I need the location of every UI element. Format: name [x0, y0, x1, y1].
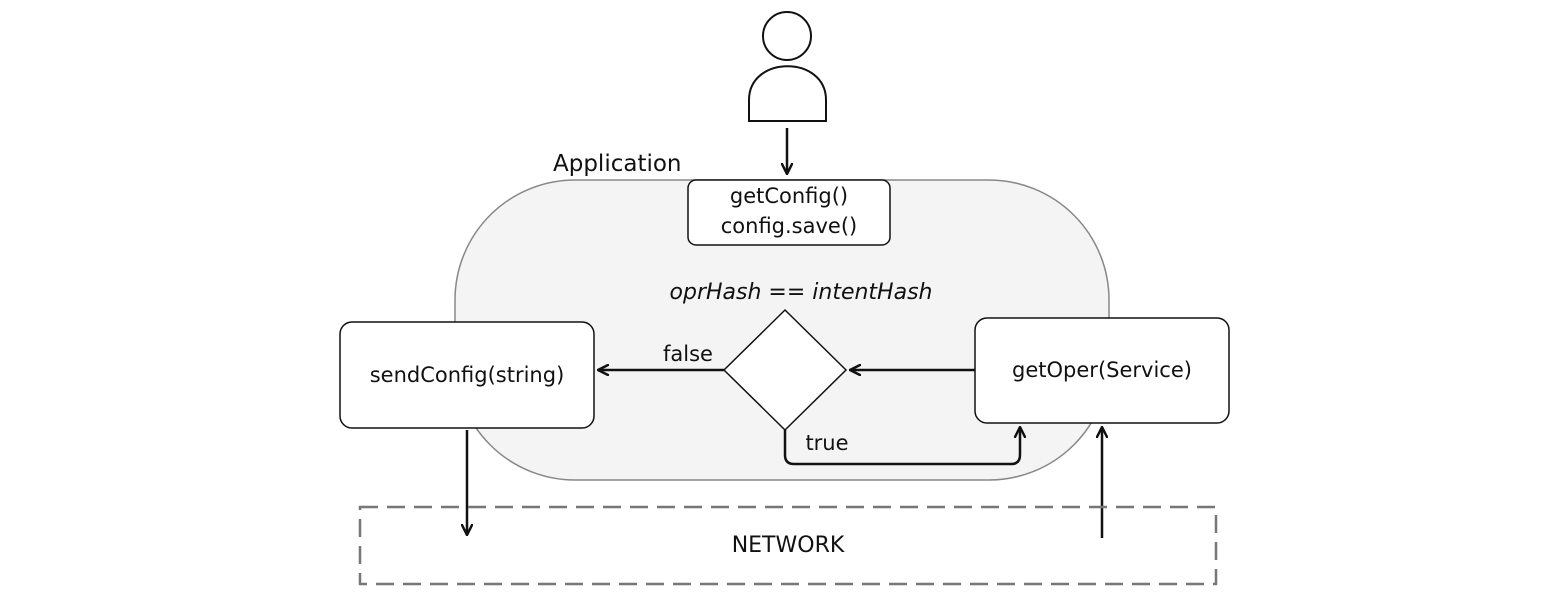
- network-box: [358, 505, 1218, 586]
- person-icon: [748, 11, 827, 122]
- application-label: Application: [553, 151, 682, 177]
- network-label: NETWORK: [732, 533, 845, 558]
- send-config-label: sendConfig(string): [370, 363, 565, 387]
- condition-label: oprHash == intentHash: [670, 280, 933, 305]
- arrow-true: [783, 427, 1020, 466]
- false-label: false: [663, 342, 713, 366]
- true-label: true: [805, 431, 848, 455]
- send-config-box: [339, 321, 595, 429]
- config-box: [687, 179, 891, 246]
- config-box-line2: config.save(): [721, 214, 857, 238]
- config-box-line1: getConfig(): [730, 184, 848, 208]
- get-oper-label: getOper(Service): [1012, 358, 1192, 382]
